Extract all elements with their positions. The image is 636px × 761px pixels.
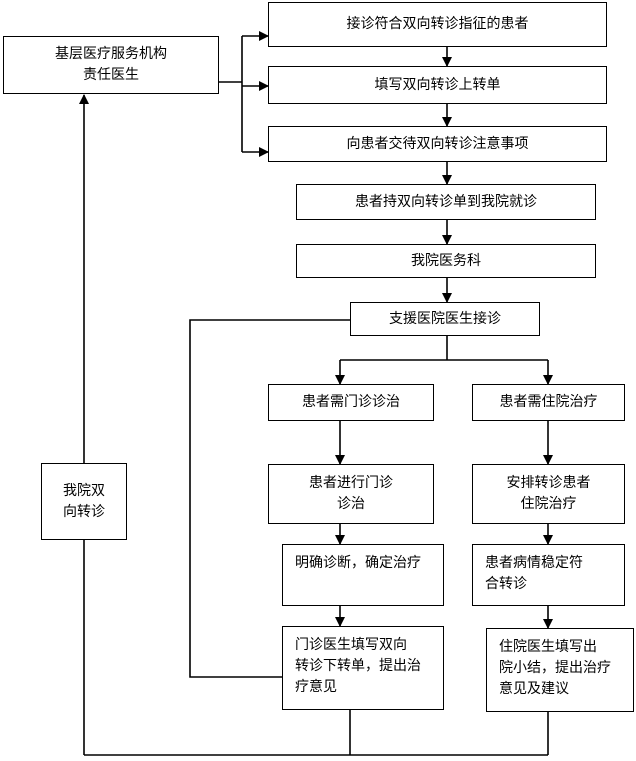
node-stable-line2: 合转诊 (485, 576, 527, 592)
node-stable-line1: 患者病情稳定符 (485, 555, 583, 571)
node-arrange-inpatient: 安排转诊患者 住院治疗 (472, 464, 625, 524)
node-medical-dept: 我院医务科 (296, 244, 596, 278)
node-inpatient-discharge: 住院医生填写出 院小结，提出治疗 意见及建议 (486, 628, 634, 712)
node-diagnosis-text: 明确诊断，确定治疗 (295, 555, 421, 571)
node-fill-up-referral: 填写双向转诊上转单 (268, 66, 607, 104)
node-outpatient-need: 患者需门诊诊治 (268, 384, 434, 421)
node-inpatient-discharge-line3: 意见及建议 (499, 681, 569, 697)
node-diagnosis: 明确诊断，确定治疗 (282, 544, 444, 606)
node-arrange-inpatient-line1: 安排转诊患者 (506, 475, 591, 491)
node-outpatient-down-referral: 门诊医生填写双向 转诊下转单，提出治 疗意见 (282, 626, 444, 710)
node-inpatient-discharge-line2: 院小结，提出治疗 (499, 660, 611, 676)
node-outpatient-down-line2: 转诊下转单，提出治 (295, 658, 421, 674)
node-base-org-line2: 责任医生 (83, 67, 139, 83)
node-receive-patient: 接诊符合双向转诊指征的患者 (268, 2, 607, 47)
node-our-referral-line2: 向转诊 (63, 503, 105, 520)
node-explain-notes: 向患者交待双向转诊注意事项 (268, 126, 607, 162)
node-base-org: 基层医疗服务机构 责任医生 (3, 36, 219, 94)
node-outpatient-treat-line1: 患者进行门诊 (309, 475, 393, 491)
node-outpatient-treat-line2: 诊治 (337, 496, 365, 512)
node-our-referral-line1: 我院双 (63, 482, 105, 499)
node-arrange-inpatient-line2: 住院治疗 (520, 496, 577, 512)
node-stable: 患者病情稳定符 合转诊 (472, 544, 625, 606)
connector-support-loop (189, 319, 350, 678)
node-outpatient-down-line1: 门诊医生填写双向 (295, 637, 407, 653)
node-patient-visits: 患者持双向转诊单到我院就诊 (296, 184, 596, 220)
node-support-doctor: 支援医院医生接诊 (350, 302, 540, 336)
node-inpatient-discharge-line1: 住院医生填写出 (499, 639, 597, 655)
node-outpatient-down-line3: 疗意见 (295, 679, 337, 695)
node-base-org-line1: 基层医疗服务机构 (55, 46, 167, 62)
node-our-referral: 我院双 向转诊 (41, 463, 127, 540)
node-outpatient-treat: 患者进行门诊 诊治 (268, 464, 434, 524)
node-inpatient-need: 患者需住院治疗 (472, 384, 625, 421)
